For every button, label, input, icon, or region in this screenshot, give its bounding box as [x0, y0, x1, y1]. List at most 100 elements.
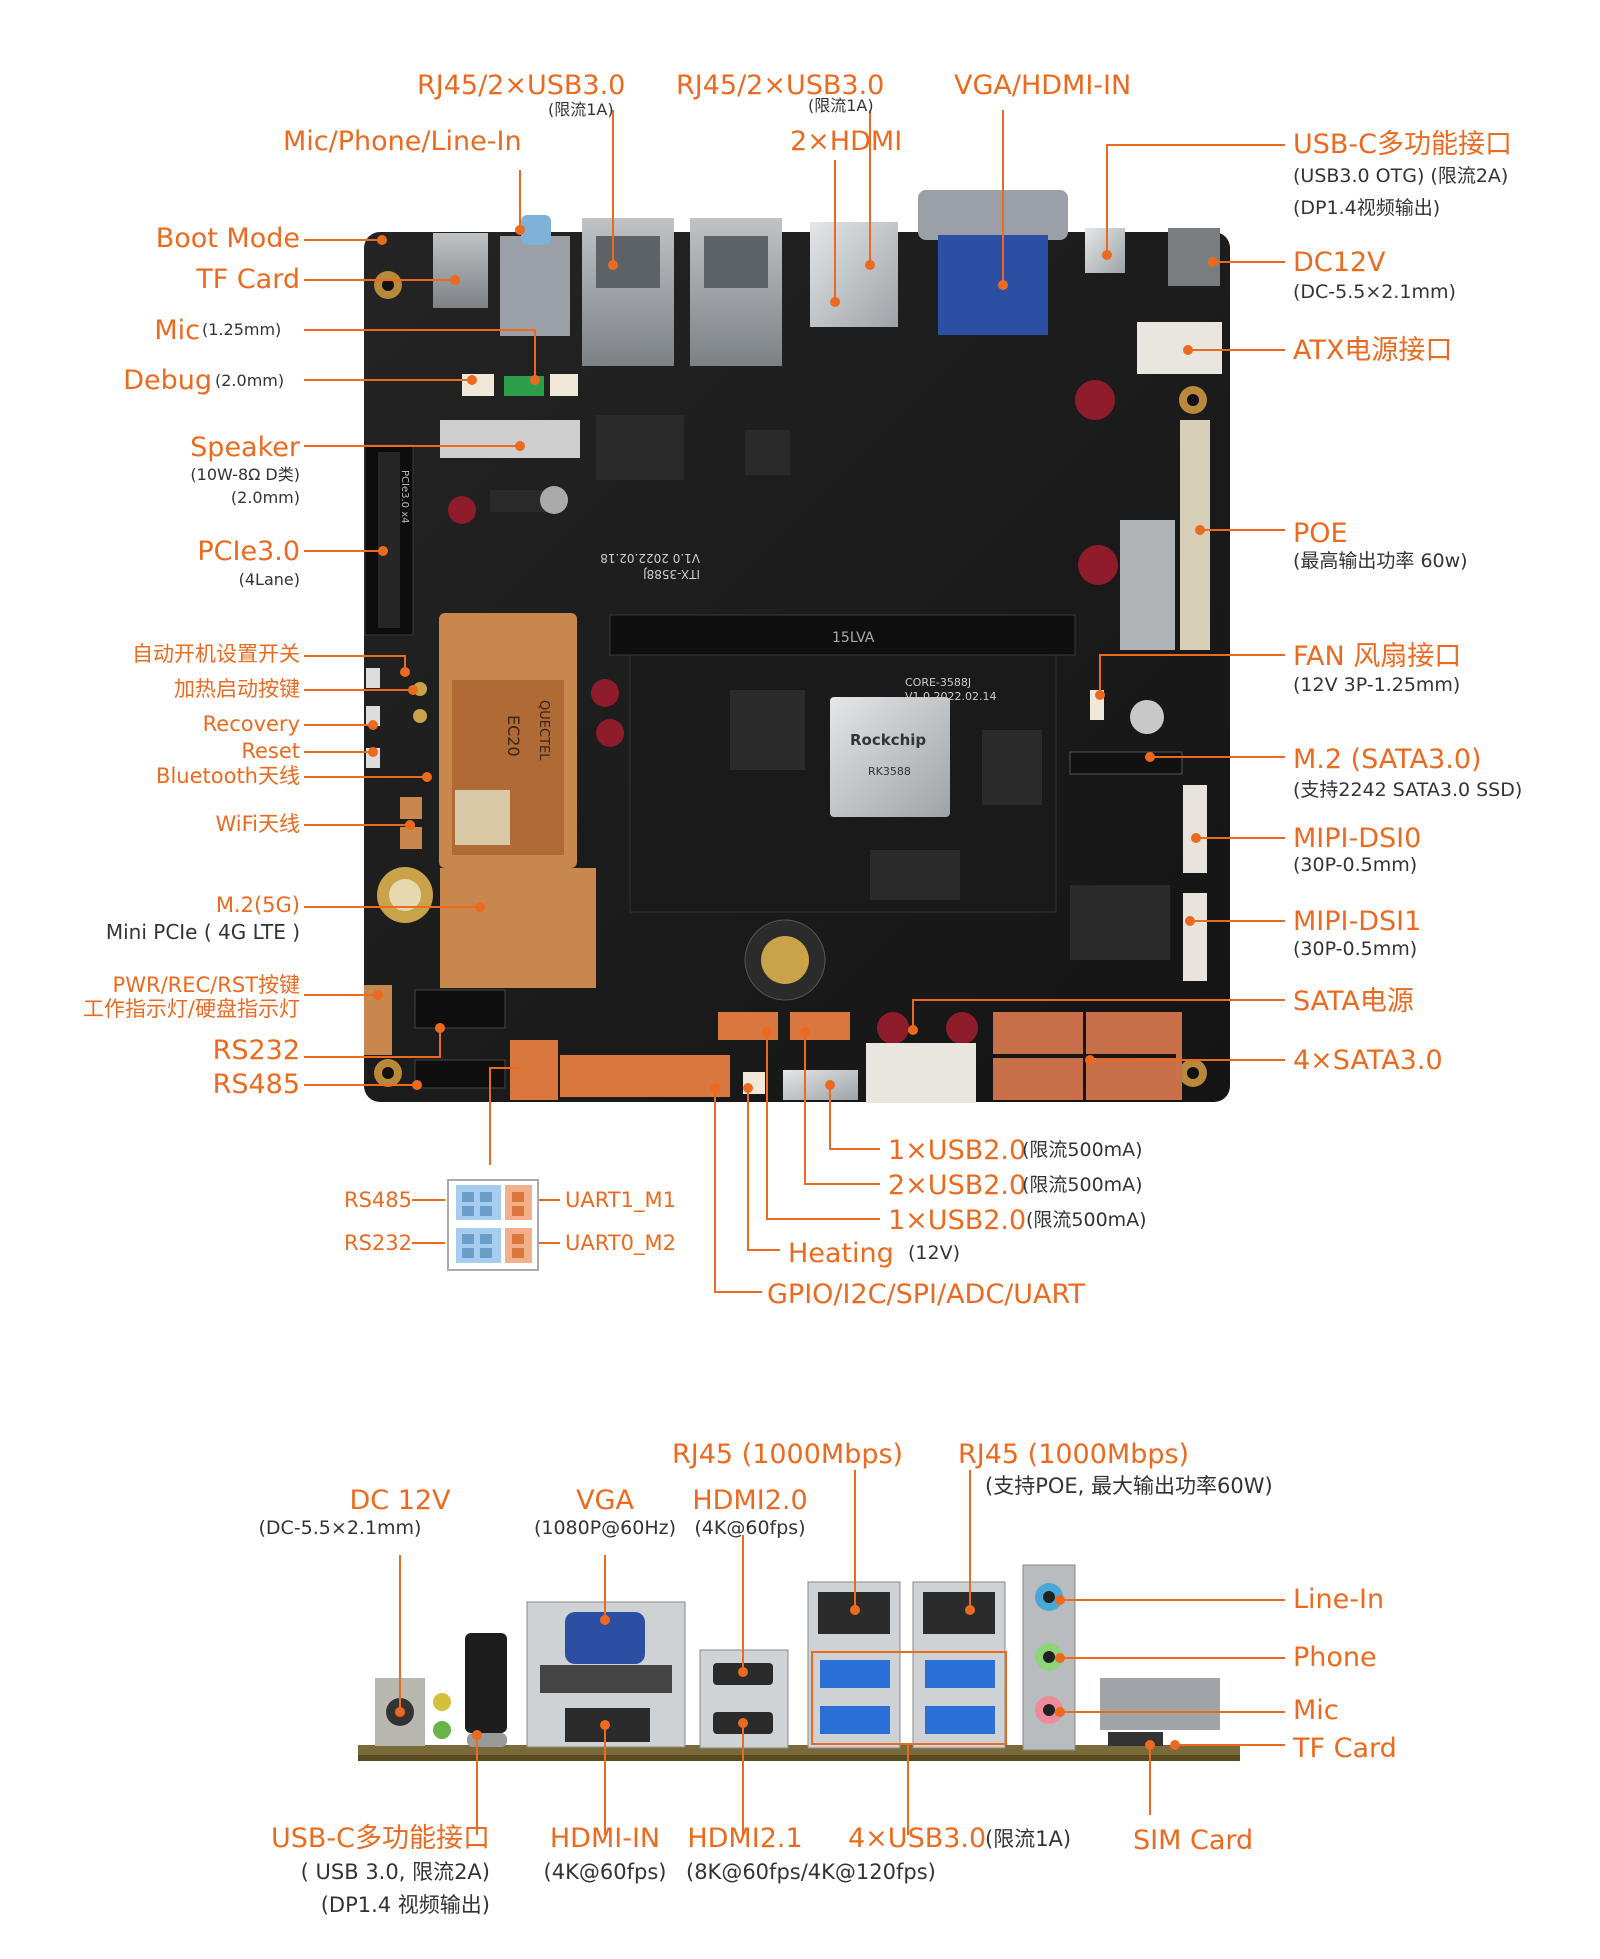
audio-jacks	[500, 236, 570, 336]
label-mipi1-spec: (30P-0.5mm)	[1293, 938, 1418, 960]
module-brand: QUECTEL	[536, 700, 551, 761]
label-auto-power: 自动开机设置开关	[132, 642, 300, 666]
rear-label-dc12-spec: (DC-5.5×2.1mm)	[258, 1517, 422, 1539]
label-usbc-spec1: (USB3.0 OTG) (限流2A)	[1293, 165, 1509, 187]
rear-label-dc12: DC 12V	[349, 1485, 451, 1516]
dc-jack	[1168, 228, 1220, 286]
rear-label-hdmi21: HDMI2.1	[687, 1823, 803, 1854]
label-gpio: GPIO/I2C/SPI/ADC/UART	[767, 1279, 1085, 1310]
soc-brand: Rockchip	[850, 731, 926, 749]
label-rj45-usb-a: RJ45/2×USB3.0	[417, 70, 626, 101]
gpio-header	[560, 1055, 730, 1097]
label-mini-pcie: Mini PCIe ( 4G LTE )	[105, 920, 300, 944]
mipi-dsi0	[1183, 785, 1207, 873]
sata-port	[993, 1012, 1083, 1054]
rear-label-vga: VGA	[576, 1485, 634, 1516]
label-fan: FAN 风扇接口	[1293, 641, 1462, 672]
rear-label-sim: SIM Card	[1133, 1825, 1254, 1856]
label-uart1: UART1_M1	[565, 1188, 676, 1212]
label-tf-card: TF Card	[196, 264, 300, 295]
rear-label-rj45-1: RJ45 (1000Mbps)	[672, 1439, 904, 1470]
silk-board-date: V1.0 2022.02.18	[600, 551, 700, 565]
label-mipi1: MIPI-DSI1	[1293, 906, 1422, 937]
label-wifi: WiFi天线	[215, 812, 300, 836]
label-hdmi2: 2×HDMI	[790, 126, 903, 157]
rear-leaders	[395, 1470, 1285, 1835]
m2-sata-slot	[1069, 751, 1183, 775]
label-mic-phone: Mic/Phone/Line-In	[283, 126, 522, 157]
rear-label-tf-card: TF Card	[1293, 1733, 1397, 1764]
rear-label-phone: Phone	[1293, 1642, 1377, 1673]
label-heating-note: (12V)	[908, 1242, 960, 1264]
label-debug: Debug	[123, 365, 212, 396]
label-rj45-usb-b: RJ45/2×USB3.0	[676, 70, 885, 101]
label-poe: POE	[1293, 518, 1348, 549]
usb20-port	[783, 1070, 858, 1100]
label-uart-rs232: RS232	[343, 1231, 412, 1255]
molex-power	[866, 1043, 976, 1103]
mipi-dsi1	[1183, 893, 1207, 981]
rear-label-hdmi-in-spec: (4K@60fps)	[543, 1860, 667, 1884]
sata-port	[1086, 1012, 1176, 1054]
rs232-header	[414, 989, 506, 1029]
label-pwr-keys: PWR/REC/RST按键	[112, 973, 300, 997]
label-rj45-usb-b-note: (限流1A)	[808, 96, 874, 115]
label-sata-power: SATA电源	[1293, 986, 1414, 1017]
label-dc12-spec: (DC-5.5×2.1mm)	[1293, 281, 1456, 303]
poe-module	[1180, 420, 1210, 650]
top-leaders	[304, 110, 1285, 1293]
sata-port	[1086, 1058, 1176, 1100]
label-heat-button: 加热启动按键	[174, 677, 300, 701]
speaker-inductors	[440, 420, 580, 458]
label-usb20-c-note: (限流500mA)	[1026, 1209, 1147, 1231]
rear-panel	[358, 1564, 1240, 1761]
rs485-header	[414, 1059, 506, 1089]
silk-core-model: CORE-3588J	[905, 676, 971, 689]
label-m2-sata: M.2 (SATA3.0)	[1293, 744, 1482, 775]
label-poe-spec: (最高输出功率 60w)	[1293, 550, 1468, 572]
label-speaker-spec1: (10W-8Ω D类)	[190, 465, 300, 484]
label-mic: Mic	[154, 315, 200, 346]
label-usbc: USB-C多功能接口	[1293, 129, 1513, 160]
silk-pcie: PCIe3.0 x4	[399, 470, 410, 523]
module-part: EC20	[504, 715, 523, 757]
rear-label-usbc-spec2: (DP1.4 视频输出)	[320, 1893, 490, 1917]
label-speaker-spec2: (2.0mm)	[230, 488, 300, 507]
label-fan-spec: (12V 3P-1.25mm)	[1293, 674, 1461, 696]
label-heating: Heating	[788, 1238, 894, 1269]
label-bluetooth: Bluetooth天线	[156, 764, 300, 788]
label-recovery: Recovery	[202, 712, 300, 736]
label-mipi0-spec: (30P-0.5mm)	[1293, 854, 1418, 876]
rear-label-hdmi20: HDMI2.0	[692, 1485, 808, 1516]
label-uart0: UART0_M2	[565, 1231, 676, 1255]
label-vga-hdmi-in: VGA/HDMI-IN	[954, 70, 1132, 101]
ram-slot	[609, 614, 1076, 656]
label-usb20-b: 2×USB2.0	[888, 1170, 1027, 1201]
hdmi-stack	[810, 222, 898, 327]
mini-pcie-slot	[440, 868, 596, 988]
label-atx: ATX电源接口	[1293, 335, 1453, 366]
sata-port	[993, 1058, 1083, 1100]
label-reset: Reset	[241, 739, 300, 763]
rear-label-rj45-2-spec: (支持POE, 最大输出功率60W)	[985, 1474, 1273, 1498]
label-m2-5g: M.2(5G)	[215, 893, 300, 917]
label-m2-sata-spec: (支持2242 SATA3.0 SSD)	[1293, 779, 1523, 801]
label-pcie-spec: (4Lane)	[238, 570, 300, 589]
ram-label: 15LVA	[832, 630, 875, 646]
rear-label-usbc: USB-C多功能接口	[270, 1823, 490, 1854]
rear-label-mic: Mic	[1293, 1695, 1339, 1726]
rear-label-usb3-note: (限流1A)	[985, 1827, 1072, 1851]
atx-connector	[1137, 322, 1222, 374]
label-mic-spec: (1.25mm)	[202, 320, 282, 339]
uart-header	[510, 1040, 558, 1100]
label-rs485: RS485	[212, 1069, 300, 1100]
label-rs232: RS232	[212, 1035, 300, 1066]
label-speaker: Speaker	[190, 432, 300, 463]
label-dc12: DC12V	[1293, 247, 1386, 278]
label-usb20-c: 1×USB2.0	[888, 1205, 1027, 1236]
rear-tf	[1100, 1678, 1220, 1730]
rear-label-vga-spec: (1080P@60Hz)	[533, 1517, 677, 1539]
uart-pinout	[447, 1179, 539, 1271]
label-indicators: 工作指示灯/硬盘指示灯	[82, 997, 300, 1021]
